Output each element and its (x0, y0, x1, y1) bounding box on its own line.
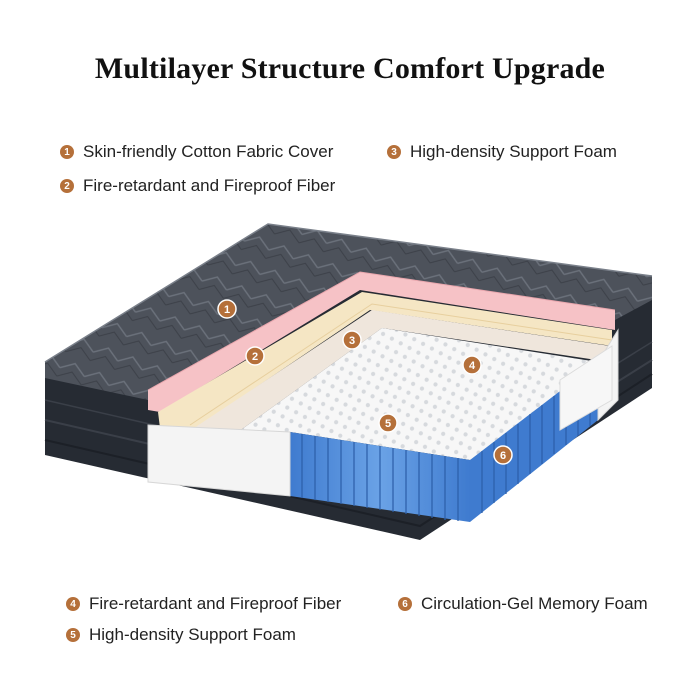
marker-3: 3 (342, 330, 362, 350)
badge-4: 4 (66, 597, 80, 611)
top-cover (44, 223, 653, 400)
cutaway-layers (147, 271, 616, 432)
badge-2: 2 (60, 179, 74, 193)
legend-item-1: 1 Skin-friendly Cotton Fabric Cover (60, 142, 333, 162)
marker-4: 4 (462, 355, 482, 375)
marker-5: 5 (378, 413, 398, 433)
marker-6-label: 6 (500, 450, 506, 462)
legend-item-6: 6 Circulation-Gel Memory Foam (398, 594, 648, 614)
legend-label-2: Fire-retardant and Fireproof Fiber (83, 176, 336, 195)
marker-2: 2 (245, 346, 265, 366)
legend-label-3: High-density Support Foam (410, 142, 617, 161)
badge-1: 1 (60, 145, 74, 159)
legend-item-5: 5 High-density Support Foam (66, 625, 296, 645)
marker-1-label: 1 (224, 304, 230, 316)
legend-label-4: Fire-retardant and Fireproof Fiber (89, 594, 342, 613)
marker-2-label: 2 (252, 351, 258, 363)
legend-label-6: Circulation-Gel Memory Foam (421, 594, 648, 613)
badge-6: 6 (398, 597, 412, 611)
page-title: Multilayer Structure Comfort Upgrade (94, 52, 606, 85)
badge-5: 5 (66, 628, 80, 642)
marker-5-label: 5 (385, 418, 391, 430)
legend-label-5: High-density Support Foam (89, 625, 296, 644)
support-foam-blocks (147, 328, 619, 497)
badge-3: 3 (387, 145, 401, 159)
marker-3-label: 3 (349, 335, 355, 347)
marker-1: 1 (217, 299, 237, 319)
legend-item-2: 2 Fire-retardant and Fireproof Fiber (60, 176, 335, 196)
legend-item-4: 4 Fire-retardant and Fireproof Fiber (66, 594, 341, 614)
legend-label-1: Skin-friendly Cotton Fabric Cover (83, 142, 334, 161)
marker-6: 6 (493, 445, 513, 465)
legend-item-3: 3 High-density Support Foam (387, 142, 617, 162)
marker-4-label: 4 (469, 360, 476, 372)
